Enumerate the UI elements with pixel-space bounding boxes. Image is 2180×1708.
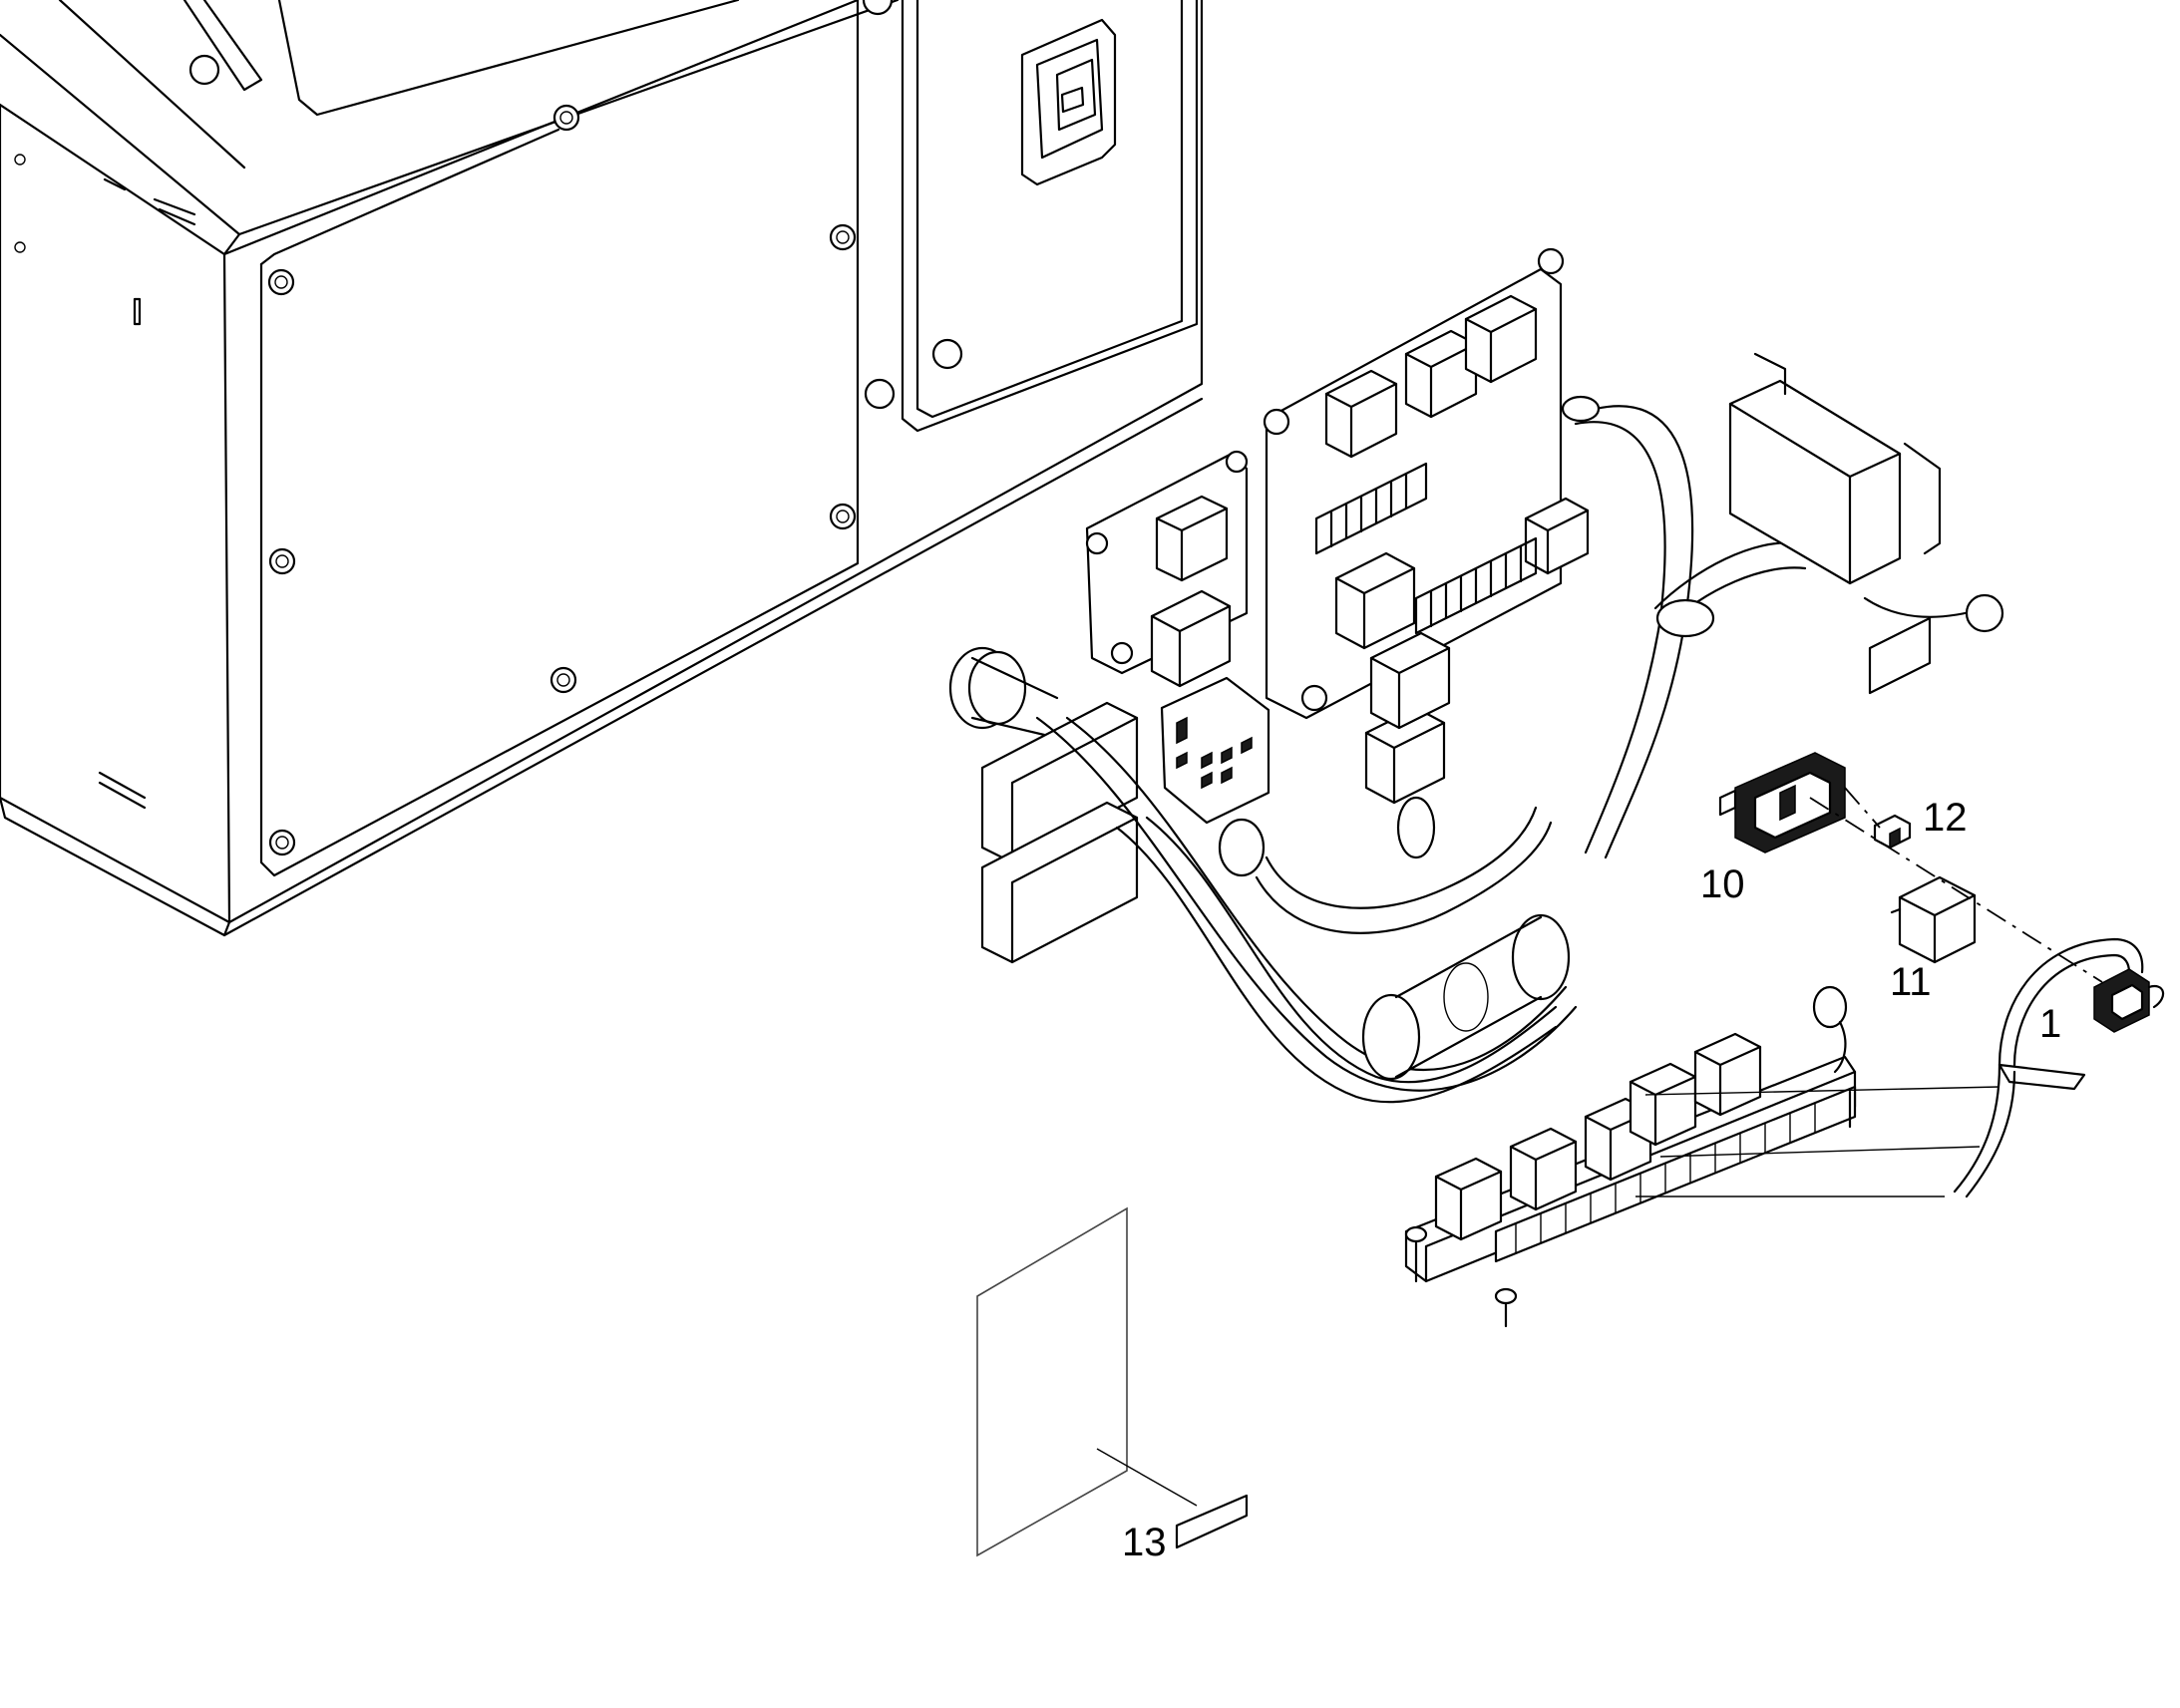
wiring-harness-item-1 (1635, 937, 2165, 1198)
relay-block (1369, 631, 1451, 730)
grommet (1361, 913, 1571, 1081)
door-bolt (549, 666, 577, 694)
door-bolt (267, 268, 295, 296)
cabinet-housing (0, 0, 1204, 937)
explode-line (1844, 787, 1881, 829)
explode-line (1809, 797, 2103, 983)
door-bolt (268, 829, 296, 856)
relay-block (1150, 589, 1232, 688)
relay-holder-item-10 (1718, 752, 1846, 854)
relay-block (1464, 294, 1538, 384)
door-bolt (829, 503, 857, 530)
relay-panel-assembly (948, 247, 2004, 1328)
relay-block (1324, 369, 1398, 459)
callout-1: 1 (2039, 1002, 2061, 1046)
plug-connector (1509, 1127, 1578, 1211)
callout-11: 11 (1890, 960, 1932, 1004)
label-sheet-item-13 (976, 1206, 1249, 1557)
harness-connector (980, 701, 1139, 964)
door-handle (1020, 18, 1117, 186)
door-bolt (552, 104, 580, 132)
relay-block (1334, 551, 1416, 650)
relay-block (1404, 329, 1478, 419)
round-connector (948, 646, 1059, 740)
relay-item-11 (1890, 875, 1977, 964)
callout-10: 10 (1700, 862, 1745, 906)
ground-stud (1812, 985, 1848, 1074)
blade-fuse-item-12 (1873, 814, 1912, 850)
callout-13: 13 (1122, 1521, 1167, 1564)
relay-block (1155, 495, 1229, 582)
pcb-board (1160, 676, 1271, 825)
junction-box (1728, 352, 2004, 695)
plug-connector (1629, 1062, 1697, 1147)
door-bolt (829, 223, 857, 251)
relay-block (1524, 497, 1590, 575)
plug-connector (1434, 1157, 1503, 1241)
callout-12: 12 (1923, 796, 1968, 840)
plug-connector (1693, 1032, 1762, 1117)
door-bolt (268, 547, 296, 575)
